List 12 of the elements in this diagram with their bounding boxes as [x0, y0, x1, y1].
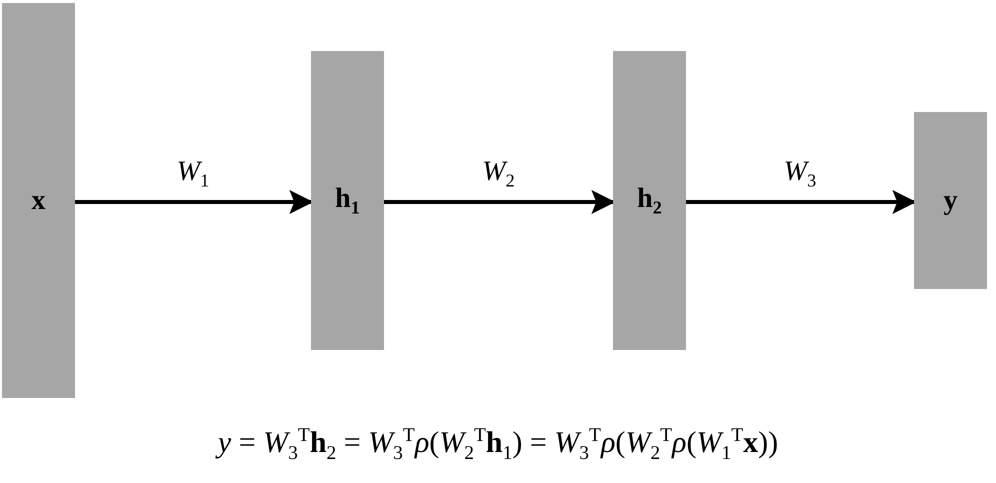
- equation: y = W$_{3}$$^{T}$h$_{2}$ = W$_{3}$$^{T}$ρ(W$_{2}$$^{T}$h$_{1}$) = W$_{3}$$^{T}$ρ(W$_{2}$$^{T}$ρ(W$_{1}$$^{T}$x)): [214, 425, 780, 465]
- layer-label: x: [32, 184, 46, 216]
- arrow: [75, 190, 314, 214]
- layer-label: h$_{1}$: [335, 182, 360, 218]
- arrow: [686, 190, 916, 214]
- layer-label: y: [944, 184, 958, 216]
- arrow: [384, 190, 616, 214]
- layer-bar: [2, 3, 75, 398]
- layer-label: h$_{2}$: [637, 182, 662, 218]
- layer-bar: [613, 51, 686, 350]
- layer-bar: [914, 112, 987, 289]
- layer-bar: [311, 51, 384, 350]
